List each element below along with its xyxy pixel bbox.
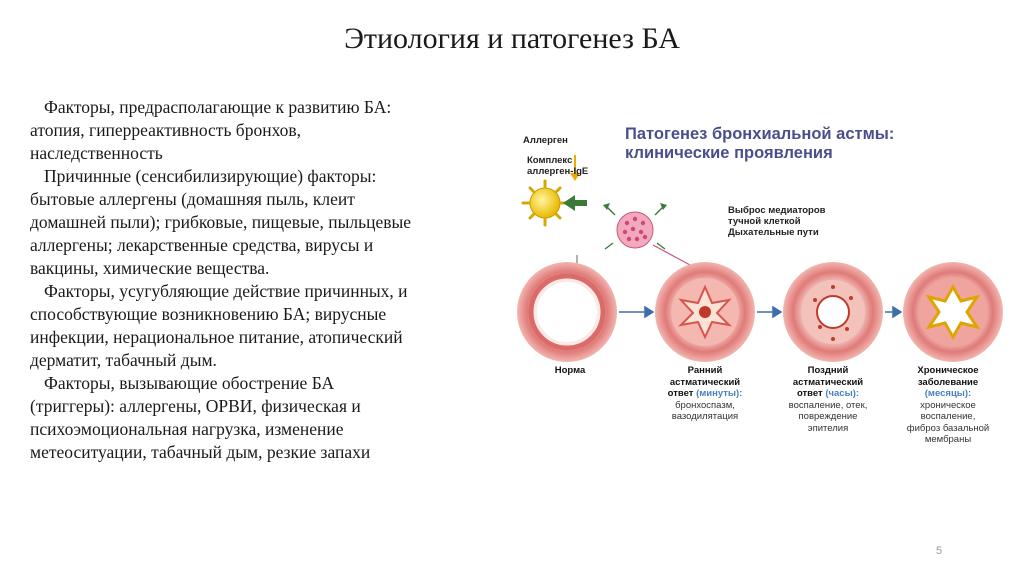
text-line: (триггеры): аллергены, ОРВИ, физическая …: [30, 396, 361, 416]
pathogenesis-figure: Патогенез бронхиальной астмы: клинически…: [515, 115, 1010, 475]
text-line: атопия, гиперреактивность бронхов,: [30, 120, 302, 140]
text-line: домашней пыли); грибковые, пищевые, пыль…: [30, 212, 412, 232]
figure-title: Патогенез бронхиальной астмы: клинически…: [625, 125, 894, 163]
stage-time: (месяцы):: [924, 388, 972, 399]
paragraph-predisposing-cont: атопия, гиперреактивность бронхов, насле…: [30, 119, 505, 165]
text-line: способствующие возникновению БА; вирусны…: [30, 304, 387, 324]
paragraph-causal-cont: бытовые аллергены (домашняя пыль, клеит …: [30, 188, 505, 280]
stage-name: астматический: [669, 376, 741, 388]
paragraph-aggravating: Факторы, усугубляющие действие причинных…: [30, 280, 505, 303]
allergen-label: Аллерген: [523, 135, 568, 146]
paragraph-aggravating-cont: способствующие возникновению БА; вирусны…: [30, 303, 505, 372]
text-line: аллергены; лекарственные средства, вирус…: [30, 235, 374, 255]
stage-name: Хроническое: [917, 365, 979, 376]
stage-desc: хроническое: [920, 399, 976, 411]
allergen-particle: [521, 179, 569, 227]
stage-name: ответ: [667, 388, 694, 399]
mediator-release-label: Выброс медиаторов тучной клеткой Дыхател…: [728, 205, 826, 238]
mast-cell: [603, 203, 667, 250]
stage-desc: эпителия: [807, 422, 849, 434]
stage-name: заболевание: [917, 376, 979, 388]
text-line: Факторы, вызывающие обострение БА: [44, 373, 335, 393]
airways-label: Дыхательные пути: [728, 227, 819, 238]
body-text: Факторы, предрасполагающие к развитию БА…: [30, 96, 505, 464]
complex-label-line: Комплекс: [527, 155, 573, 166]
stage-name: Ранний: [687, 365, 723, 376]
mediator-arrow: [652, 244, 691, 266]
text-line: инфекции, нерациональное питание, атопич…: [30, 327, 403, 347]
stage-caption-normal: Норма: [515, 365, 625, 377]
text-line: вакцины, химические вещества.: [30, 258, 270, 278]
stage-desc: воспаление, отек,: [788, 399, 868, 411]
paragraph-predisposing: Факторы, предрасполагающие к развитию БА…: [30, 96, 505, 119]
complex-label-line: аллерген-IgE: [527, 166, 589, 177]
slide-title: Этиология и патогенез БА: [344, 22, 680, 55]
mediator-release-line: Выброс медиаторов: [728, 205, 826, 216]
paragraph-causal: Причинные (сенсибилизирующие) факторы:: [30, 165, 505, 188]
figure-title-line: клинические проявления: [625, 144, 833, 162]
complex-label: Комплекс аллерген-IgE: [527, 155, 588, 177]
page-number: 5: [936, 545, 943, 557]
text-line: метеоситуации, табачный дым, резкие запа…: [30, 442, 371, 462]
airway-chronic: [903, 262, 1003, 362]
stage-time: (минуты):: [696, 388, 743, 399]
stage-desc: бронхоспазм,: [675, 399, 735, 411]
text-line: Факторы, усугубляющие действие причинных…: [44, 281, 408, 301]
mediator-release-line: тучной клеткой: [728, 216, 801, 227]
text-line: Причинные (сенсибилизирующие) факторы:: [44, 166, 377, 186]
text-line: бытовые аллергены (домашняя пыль, клеит: [30, 189, 355, 209]
stage-desc: мембраны: [924, 434, 972, 445]
text-line: психоэмоциональная нагрузка, изменение: [30, 419, 344, 439]
stage-caption-chronic: Хроническое заболевание (месяцы): хронич…: [893, 365, 1003, 446]
airway-normal: [517, 262, 617, 362]
paragraph-triggers: Факторы, вызывающие обострение БА: [30, 372, 505, 395]
text-line: дерматит, табачный дым.: [30, 350, 217, 370]
stage-caption-late: Поздний астматический ответ (часы): восп…: [773, 365, 883, 434]
figure-title-line: Патогенез бронхиальной астмы:: [625, 125, 895, 143]
pathogenesis-illustration: [517, 155, 1003, 362]
stage-desc: воспаление,: [920, 411, 976, 422]
ige-complex-icon: [563, 195, 587, 211]
stage-desc: вазодилятация: [671, 411, 739, 422]
stage-name: астматический: [792, 376, 864, 388]
text-line: Факторы, предрасполагающие к развитию БА…: [44, 97, 392, 117]
stage-name: Поздний: [807, 365, 849, 376]
stage-name: Норма: [554, 365, 586, 376]
airway-late: [783, 262, 883, 362]
paragraph-triggers-cont: (триггеры): аллергены, ОРВИ, физическая …: [30, 395, 505, 464]
stage-time: (часы):: [825, 388, 860, 399]
stage-desc: фиброз базальной: [906, 422, 990, 434]
stage-caption-early: Ранний астматический ответ (минуты): бро…: [650, 365, 760, 423]
airway-early: [655, 262, 755, 362]
pathway-arrow-head: [570, 173, 580, 181]
stage-name: ответ: [796, 388, 823, 399]
stage-desc: повреждение: [798, 411, 858, 422]
stage-arrows: [619, 305, 903, 319]
text-line: наследственность: [30, 143, 163, 163]
